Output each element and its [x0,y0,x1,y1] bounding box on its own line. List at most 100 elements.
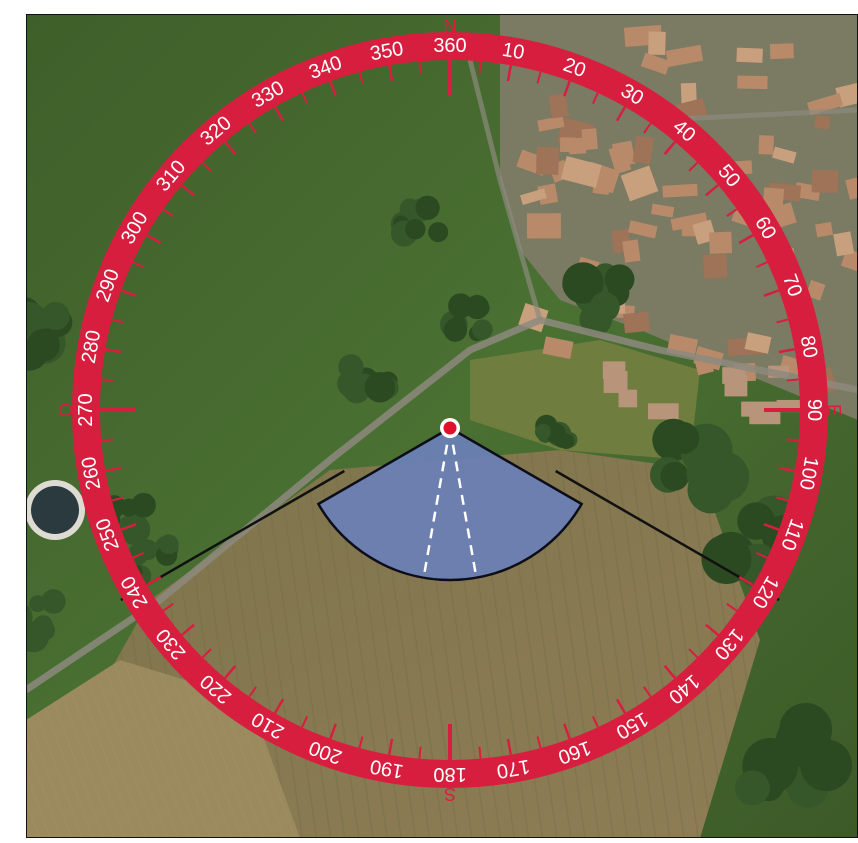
building-roof [622,239,641,263]
tree [338,354,364,380]
compass-tick-minor [688,648,699,659]
view-sector-wedge[interactable] [316,426,584,582]
tree [41,301,70,331]
view-sector[interactable] [316,426,584,582]
compass-tick-minor [536,736,542,749]
building-roof [602,361,626,380]
compass-tick [615,698,627,714]
compass-tick [120,523,137,531]
compass-degree-label: 360 [433,35,466,57]
observer-marker[interactable] [440,418,460,438]
compass-tick-minor [248,122,257,134]
compass-tick [273,698,285,714]
building-roof [536,146,560,175]
compass-tick-minor [111,318,124,324]
building-roof [627,220,658,239]
building-roof [650,203,675,218]
compass-tick [738,233,754,245]
tree [737,502,775,540]
compass-tick-minor [726,208,738,217]
compass-tick-minor [726,603,738,612]
building-roof [648,403,679,420]
building-roof [620,165,659,202]
tree [450,316,466,332]
building-roof [772,146,797,164]
building-roof [736,47,763,63]
tree [604,264,635,295]
tree [428,222,449,243]
compass-tick-minor [418,61,422,74]
compass-tick-minor [132,261,145,269]
tree [545,422,566,444]
compass-tick [105,347,122,354]
compass-tick [273,106,285,122]
building-roof [722,367,746,384]
tree [464,294,490,320]
compass-tick [181,623,195,636]
tree [660,461,690,491]
compass-tick [705,184,719,197]
compass-tick [778,347,795,354]
building-roof [840,248,858,277]
compass-tick-minor [111,496,124,502]
compass-tick-minor [132,551,145,559]
compass-tick [146,233,162,245]
building-roof [709,231,733,254]
compass-tick [705,623,719,636]
compass-tick [105,466,122,473]
tree [32,615,53,636]
compass-tick-minor [101,378,114,382]
tree [27,328,60,362]
building-roof [665,44,704,67]
compass-tick [563,723,571,740]
tree [472,319,493,340]
compass-tick-minor [248,686,257,698]
building-roof [548,93,570,119]
cardinal-south: S [444,784,456,804]
tree [589,291,620,322]
tree [41,589,66,614]
building-roof [815,221,834,238]
village-road [467,59,543,321]
cardinal-north: N [444,16,457,36]
compass-tick-minor [358,736,364,749]
tree [686,448,737,499]
compass-tick-minor [162,208,174,217]
compass-tick [615,106,627,122]
compass-tick [120,289,137,297]
compass-tick [181,184,195,197]
compass-tick-minor [786,378,799,382]
observer-dot[interactable] [443,421,457,435]
building-roof [640,52,671,75]
compass-tick [563,80,571,97]
building-roof [758,135,774,155]
compass-tick [146,575,162,587]
compass-tick-minor [591,715,599,728]
compass-degree-label: 10 [500,39,526,65]
tree [800,739,853,792]
compass-degree-label: 270 [75,393,97,426]
compass-tick-minor [688,161,699,172]
compass-tick-minor [536,71,542,84]
building-roof [612,140,636,167]
compass-tick [387,738,394,755]
compass-tick [763,523,780,531]
building-roof [623,311,650,334]
compass-tick [738,575,754,587]
compass-tick [506,65,513,82]
sector-dashed-line [422,427,452,578]
building-roof [814,115,831,130]
building-roof [648,31,666,56]
compass-tick-minor [162,603,174,612]
compass-tick [329,80,337,97]
building-roof [662,183,698,198]
compass-tick-minor [478,61,482,74]
tree [667,422,700,454]
building-roof [703,253,728,279]
village-buildings [516,24,858,425]
compass-tick-minor [643,122,652,134]
compass-tick [763,289,780,297]
